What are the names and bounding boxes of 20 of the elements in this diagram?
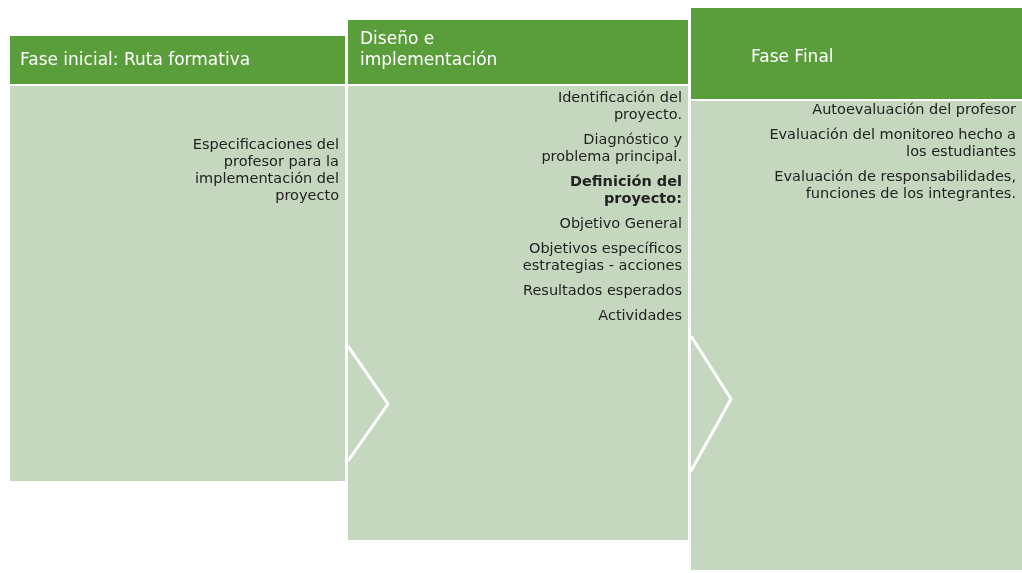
step-text: Evaluación de responsabilidades, funciones de los integrantes. xyxy=(773,168,1016,202)
phase-title: Diseño e implementación xyxy=(360,28,499,70)
phase-panel xyxy=(10,86,345,481)
phase-header xyxy=(691,8,1022,99)
step-text: Autoevaluación del profesor xyxy=(811,101,1016,118)
phase-panel xyxy=(691,101,1022,570)
step-text: Definición del proyecto: xyxy=(569,173,682,207)
step-text: Objetivos específicos estrategias - acciones xyxy=(522,240,682,274)
phase-header xyxy=(10,36,345,84)
step-text: Diagnóstico y problema principal. xyxy=(540,131,682,165)
phase-title: Fase Final xyxy=(751,46,835,67)
step-text: Identificación del proyecto. xyxy=(556,89,682,123)
step-text: Objetivo General xyxy=(558,215,682,232)
phase-panel xyxy=(348,86,688,540)
step-text: Especificaciones del profesor para la implementación del proyecto xyxy=(191,136,339,204)
step-text: Actividades xyxy=(597,307,682,324)
phase-title: Fase inicial: Ruta formativa xyxy=(20,49,252,70)
phase-header xyxy=(348,20,688,84)
step-text: Evaluación del monitoreo hecho a los estudiantes xyxy=(768,126,1016,160)
step-text: Resultados esperados xyxy=(522,282,682,299)
